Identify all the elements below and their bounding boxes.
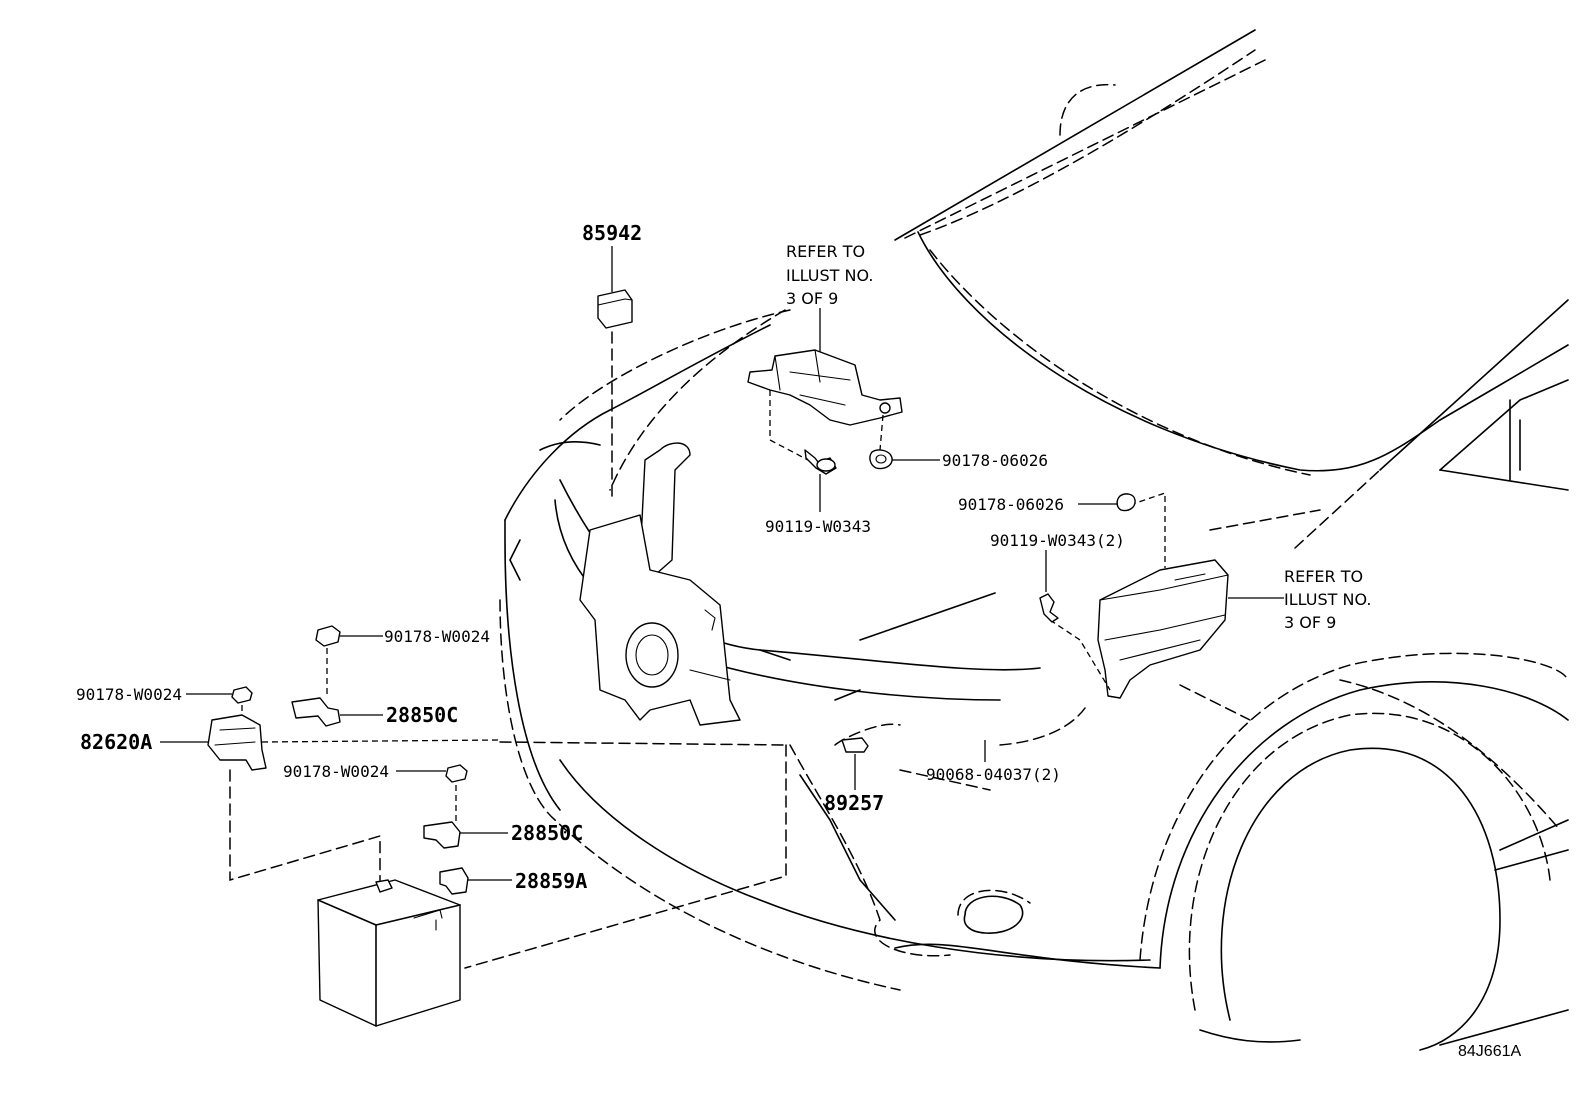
refer-note-right-line1: REFER TO [1284, 567, 1363, 586]
part-85942 [597, 289, 633, 501]
label-90068-04037: 90068-04037(2) [926, 765, 1061, 784]
label-90178-W0024-top: 90178-W0024 [384, 627, 490, 646]
ecu-bracket-upper [747, 349, 903, 461]
vehicle-body-outline [499, 29, 1569, 1051]
leader-lines [160, 246, 1284, 881]
label-28859A: 28859A [515, 869, 587, 893]
part-89257 [841, 737, 869, 790]
left-components [207, 625, 787, 969]
label-90178-W0024-mid: 90178-W0024 [283, 762, 389, 781]
refer-note-right-line3: 3 OF 9 [1284, 613, 1336, 632]
refer-note-left-line2: ILLUST NO. [786, 266, 873, 285]
refer-note-left-line3: 3 OF 9 [786, 289, 838, 308]
label-90178-06026-right: 90178-06026 [958, 495, 1064, 514]
label-90119-W0343: 90119-W0343 [765, 517, 871, 536]
refer-note-right-line2: ILLUST NO. [1284, 590, 1371, 609]
refer-note-left-line1: REFER TO [786, 242, 865, 261]
illustration-code: 84J661A [1458, 1043, 1521, 1060]
washer-tank [579, 442, 741, 726]
label-85942: 85942 [582, 221, 642, 245]
battery [317, 879, 461, 1027]
bolt-nut-upper [804, 449, 893, 512]
label-90178-06026-upper: 90178-06026 [942, 451, 1048, 470]
label-90178-W0024-left: 90178-W0024 [76, 685, 182, 704]
ecu-right [1039, 492, 1229, 699]
part-labels: 85942 REFER TO ILLUST NO. 3 OF 9 90178-0… [76, 221, 1521, 1060]
label-28850C-upper: 28850C [386, 703, 458, 727]
label-89257: 89257 [824, 791, 884, 815]
label-82620A: 82620A [80, 730, 152, 754]
label-28850C-lower: 28850C [511, 821, 583, 845]
label-90119-W0343-2: 90119-W0343(2) [990, 531, 1125, 550]
